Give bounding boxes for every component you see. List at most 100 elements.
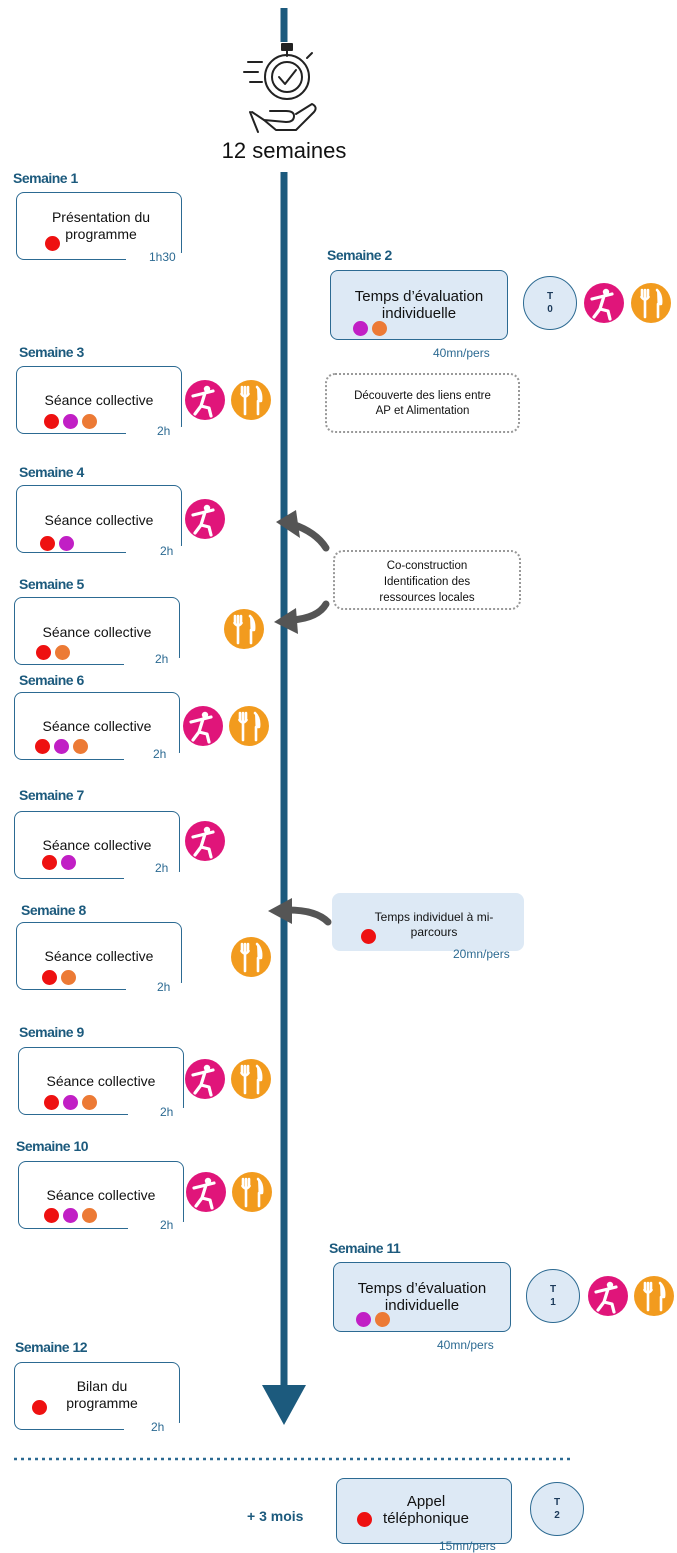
dot-orange [61,970,76,985]
dot-red [42,855,57,870]
week-4-title: Séance collective [44,512,154,528]
dot-red [40,536,55,551]
week-2-dots [353,321,387,336]
badge-num: 0 [547,304,553,315]
dot-orange [73,739,88,754]
week-9-duration: 2h [160,1105,174,1119]
week-3-title: Séance collective [44,392,154,408]
week-10-title: Séance collective [46,1187,156,1203]
curved-arrows [268,510,332,926]
note-liens-text: Découverte des liens entre AP et Aliment… [354,390,491,417]
week-6-card: Séance collective [14,692,182,762]
week-4-label: Semaine 4 [19,464,84,480]
week-5-label: Semaine 5 [19,576,84,592]
note-coconstruction-line1: Co-construction [386,560,468,572]
note-coconstruction-line3: ressources locales [379,592,475,604]
dot-purple [356,1312,371,1327]
note-coconstruction-line2: Identification des [383,576,471,588]
week-12-title: Bilan du programme [66,1378,138,1411]
badge-num: 2 [554,1510,560,1521]
followup-duration: 15mn/pers [439,1539,496,1553]
food-icon [231,380,271,420]
arrow-to-week8 [284,906,332,926]
week-3-label: Semaine 3 [19,344,84,360]
dot-purple [63,1095,78,1110]
week-3-card: Séance collective [16,366,184,436]
week-12-dots [32,1400,47,1415]
arrow-to-week8-head [268,898,292,924]
week-1-duration: 1h30 [149,250,176,264]
badge-t: T [546,291,554,302]
dot-orange [375,1312,390,1327]
week-6-duration: 2h [153,747,167,761]
arrow-to-week4-head [276,510,300,538]
stopwatch-hand-icon [243,43,317,133]
midpoint-title: Temps individuel à mi-parcours [374,910,494,939]
week-2-duration: 40mn/pers [433,346,490,360]
dot-red [357,1512,372,1527]
week-12-duration: 2h [151,1420,165,1434]
page-title: 12 semaines [221,138,347,163]
food-icon [631,283,671,323]
week-10-duration: 2h [160,1218,174,1232]
week-3-duration: 2h [157,424,171,438]
dot-purple [353,321,368,336]
dot-purple [63,414,78,429]
week-1-card: Présentation du programme [16,192,184,262]
food-icon [634,1276,674,1316]
followup-dots [357,1512,372,1527]
week-5-dots [36,645,70,660]
week-11-label: Semaine 11 [329,1240,401,1256]
dot-purple [59,536,74,551]
week-8-title: Séance collective [44,948,154,964]
dot-orange [82,1095,97,1110]
week-12-label: Semaine 12 [15,1339,88,1355]
food-icon [232,1172,272,1212]
week-1-dots [45,236,60,251]
badge-t: T [549,1284,557,1295]
dot-purple [63,1208,78,1223]
week-7-duration: 2h [155,861,169,875]
week-10-label: Semaine 10 [16,1138,89,1154]
week-4-dots [40,536,74,551]
activity-icon [185,1059,225,1099]
note-coconstruction: Co-construction Identification des resso… [333,550,521,610]
food-icon [224,609,264,649]
week-10-dots [44,1208,97,1223]
week-7-title: Séance collective [42,837,152,853]
activity-icon [584,283,624,323]
arrow-to-week5-head [274,608,298,634]
week-11-card: Temps d’évaluation individuelle [333,1262,511,1332]
week-3-dots [44,414,97,429]
dot-orange [82,414,97,429]
week-5-title: Séance collective [42,624,152,640]
dot-red [32,1400,47,1415]
dot-orange [55,645,70,660]
dot-red [35,739,50,754]
week-8-dots [42,970,76,985]
dot-red [42,970,57,985]
week-4-duration: 2h [160,544,174,558]
timeline-arrowhead [262,1385,306,1425]
activity-icon [185,499,225,539]
dot-red [44,1208,59,1223]
dot-purple [61,855,76,870]
week-7-card: Séance collective [14,811,182,881]
food-icon [229,706,269,746]
week-9-title: Séance collective [46,1073,156,1089]
badge-num: 1 [550,1297,556,1308]
week-11-dots [356,1312,390,1327]
followup-offset: + 3 mois [247,1508,304,1524]
week-1-label: Semaine 1 [13,170,78,186]
week-12-card: Bilan du programme [14,1362,182,1432]
week-9-dots [44,1095,97,1110]
dot-red [36,645,51,660]
week-6-label: Semaine 6 [19,672,84,688]
week-6-title: Séance collective [42,718,152,734]
week-1-title: Présentation du programme [51,209,151,242]
midpoint-card: Temps individuel à mi-parcours [332,893,524,951]
week-7-label: Semaine 7 [19,787,84,803]
